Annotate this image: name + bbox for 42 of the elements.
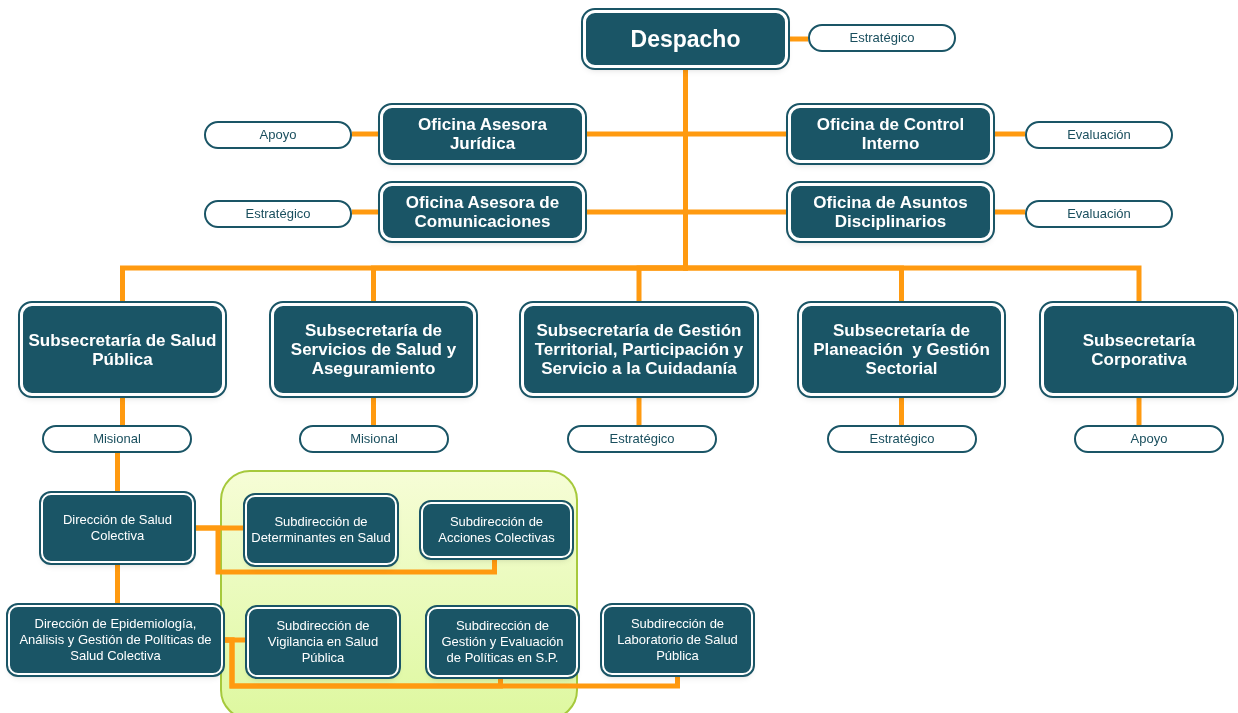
unit-box: Oficina de Control Interno [788,105,993,163]
category-pill: Estratégico [567,425,717,453]
unit-box: Oficina de Asuntos Disciplinarios [788,183,993,241]
unit-box: Dirección de Epidemiología, Análisis y Gestión de Políticas de Salud Colectiva [8,605,223,675]
connector-line [899,396,904,425]
category-pill: Apoyo [1074,425,1224,453]
category-pill: Apoyo [204,121,352,149]
category-pill: Evaluación [1025,200,1173,228]
category-pill: Estratégico [827,425,977,453]
category-pill: Misional [299,425,449,453]
unit-box: Subsecretaría Corporativa [1041,303,1237,396]
unit-box: Subdirección de Laboratorio de Salud Pública [602,605,753,675]
connector-line [194,525,497,575]
connector-line [993,209,1025,215]
unit-box: Subdirección de Vigilancia en Salud Pública [247,607,399,677]
connector-line [993,131,1025,137]
connector-line [352,131,380,137]
connector-line [120,396,125,425]
unit-box: Subsecretaría de Salud Pública [20,303,225,396]
unit-box: Subsecretaría de Planeación y Gestión Sectorial [799,303,1004,396]
connector-line [115,453,120,493]
category-pill: Estratégico [204,200,352,228]
connector-line [115,563,120,605]
unit-box: Despacho [583,10,788,68]
category-pill: Estratégico [808,24,956,52]
unit-box: Subdirección de Gestión y Evaluación de Políticas en S.P. [427,607,578,677]
unit-box: Dirección de Salud Colectiva [41,493,194,563]
connector-line [223,637,680,689]
unit-box: Oficina Asesora Jurídica [380,105,585,163]
group-panel [220,470,578,713]
connector-line [636,396,642,425]
unit-box: Oficina Asesora de Comunicaciones [380,183,585,241]
unit-box: Subsecretaría de Gestión Territorial, Participación y Servicio a la Cuidadanía [521,303,757,396]
unit-box: Subsecretaría de Servicios de Salud y Aseguramiento [271,303,476,396]
connector-line [352,209,380,215]
connector-line [371,396,376,425]
category-pill: Misional [42,425,192,453]
unit-box: Subdirección de Determinantes en Salud [245,495,397,565]
category-pill: Evaluación [1025,121,1173,149]
connector-line [1136,396,1142,425]
unit-box: Subdirección de Acciones Colectivas [421,502,572,558]
connector-line [788,36,808,42]
